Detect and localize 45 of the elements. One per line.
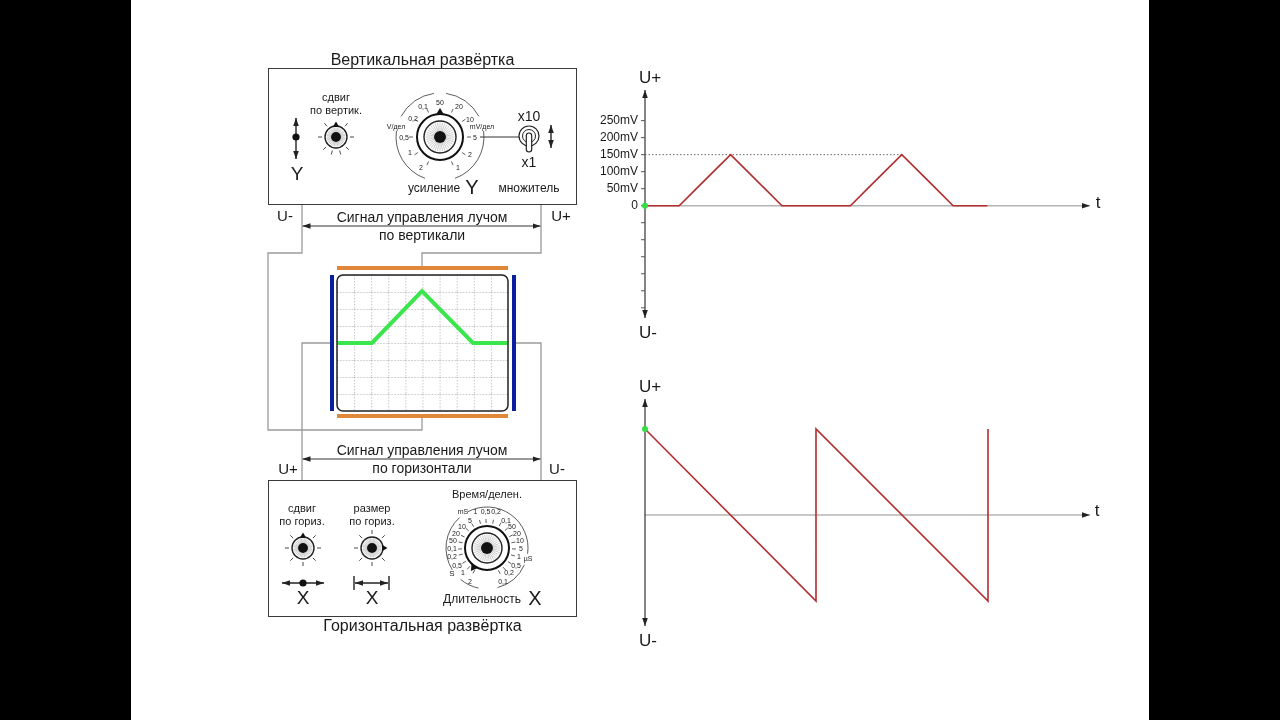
signal-caption: Сигнал управления лучом <box>336 441 508 459</box>
control-caption: Время/делен. <box>452 487 522 501</box>
terminal-label: U- <box>277 207 293 225</box>
axis-letter: Y <box>465 175 479 199</box>
wire <box>301 342 331 481</box>
tick-label: 200mV <box>599 130 638 145</box>
axis-letter: X <box>365 587 379 609</box>
tick-label: 0 <box>631 198 638 213</box>
axis-letter: X <box>528 586 542 610</box>
axis-label: U+ <box>638 377 662 397</box>
tick-label: 100mV <box>599 164 638 179</box>
tick-label: 50mV <box>606 181 638 196</box>
axis-label: t <box>1094 501 1100 521</box>
panel-heading: Горизонтальная развёртка <box>323 617 522 636</box>
signal-caption: Сигнал управления лучом <box>336 208 508 226</box>
terminal-label: U- <box>549 460 565 478</box>
axis-letter: Y <box>290 163 304 185</box>
control-caption: Длительность <box>443 593 521 607</box>
tick-label: 150mV <box>599 147 638 162</box>
axis-letter: X <box>296 587 310 609</box>
terminal-label: U+ <box>551 207 571 225</box>
control-caption: усиление <box>407 182 461 196</box>
axis-label: U+ <box>638 68 662 88</box>
panel-heading: Вертикальная развёртка <box>330 50 515 69</box>
knob-caption: сдвиг по гориз. <box>279 502 325 528</box>
deflection-plate <box>337 266 508 270</box>
wire <box>421 204 542 267</box>
terminal-label: U+ <box>278 460 298 478</box>
wire <box>515 342 542 481</box>
axis-label: U- <box>639 323 657 343</box>
switch-position-label: x1 <box>521 153 537 171</box>
knob-caption: сдвиг по вертик. <box>310 91 362 117</box>
deflection-plate <box>330 275 334 411</box>
switch-position-label: x10 <box>517 107 541 125</box>
wire <box>267 204 423 431</box>
axis-label: U- <box>639 631 657 651</box>
control-caption: множитель <box>498 182 560 196</box>
deflection-plate <box>337 414 508 418</box>
axis-label: t <box>1095 192 1101 213</box>
scale-label: S <box>449 569 455 579</box>
signal-caption: по вертикали <box>378 226 466 244</box>
tick-label: 250mV <box>599 113 638 128</box>
deflection-plate <box>512 275 516 411</box>
signal-caption: по горизонтали <box>372 459 472 477</box>
knob-caption: размер по гориз. <box>349 502 395 528</box>
